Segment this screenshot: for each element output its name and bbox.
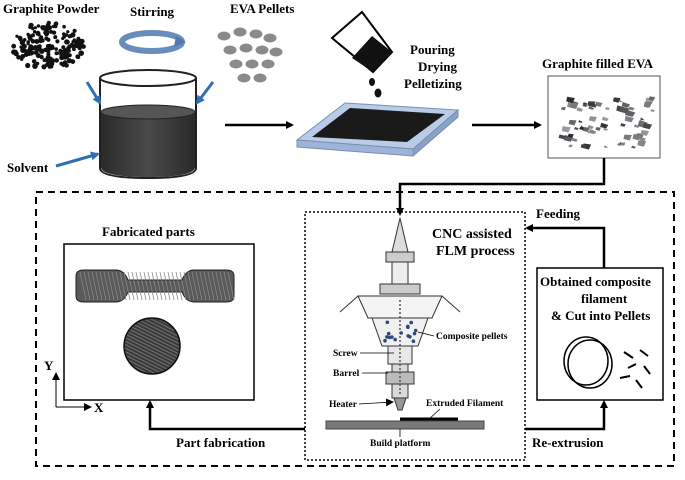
feeding-label: Feeding [536, 206, 581, 221]
dogbone-part-icon [75, 269, 235, 303]
part-fabrication-label: Part fabrication [176, 435, 266, 450]
feeding-arrow [525, 224, 606, 268]
stirring-label: Stirring [130, 4, 175, 19]
graphite-powder-label: Graphite Powder [3, 1, 100, 16]
build-platform-icon [325, 420, 485, 430]
re-extrusion-label: Re-extrusion [532, 435, 604, 450]
pelletizing-label: Pelletizing [404, 76, 462, 91]
graphite-powder-icon [11, 20, 86, 70]
drying-tray-icon [295, 102, 460, 158]
obtained-label-line1: Obtained composite [540, 274, 651, 289]
solvent-label: Solvent [7, 160, 49, 175]
axis-y-label: Y [44, 358, 54, 373]
feed-connector [396, 158, 606, 216]
cut-pellets-icon [619, 349, 651, 389]
drying-label: Drying [418, 59, 458, 74]
filament-coil-icon [563, 336, 613, 389]
solvent-arrow [55, 151, 100, 168]
pouring-label: Pouring [410, 42, 455, 57]
heater-label: Heater [329, 400, 358, 410]
obtained-label-line3: & Cut into Pellets [551, 308, 650, 323]
extruder-icon [339, 217, 461, 411]
extruded-filament-label: Extruded Filament [426, 399, 504, 409]
powder-arrow [85, 81, 102, 105]
part-fabrication-arrow [146, 400, 305, 431]
process-boundary [35, 191, 675, 467]
barrel-label: Barrel [333, 369, 360, 379]
eva-pellets-icon [217, 27, 283, 83]
flm-process-box [304, 211, 526, 461]
composite-pellets-label: Composite pellets [436, 332, 508, 342]
fabricated-parts-label: Fabricated parts [102, 224, 195, 239]
disc-part-icon [123, 317, 181, 375]
obtained-label-line2: filament [581, 291, 628, 306]
beaker-icon [99, 69, 197, 180]
pellets-arrow [195, 81, 215, 105]
axis-x-label: X [94, 400, 104, 415]
stirring-icon [119, 30, 186, 54]
filament-panel [536, 267, 664, 401]
pouring-cup-icon [330, 10, 394, 98]
cnc-label-line2: FLM process [436, 244, 515, 259]
graphite-filled-eva-photo [547, 75, 661, 159]
cnc-label-line1: CNC assisted [432, 227, 512, 242]
xy-axes-icon [52, 372, 92, 411]
screw-label: Screw [333, 349, 358, 359]
re-extrusion-arrow [525, 400, 608, 431]
composite-pellets-leader [417, 331, 435, 337]
eva-pellets-label: EVA Pellets [230, 1, 294, 16]
build-platform-label: Build platform [370, 439, 431, 449]
graphite-filled-eva-label: Graphite filled EVA [542, 56, 654, 71]
heater-leader [358, 398, 394, 407]
